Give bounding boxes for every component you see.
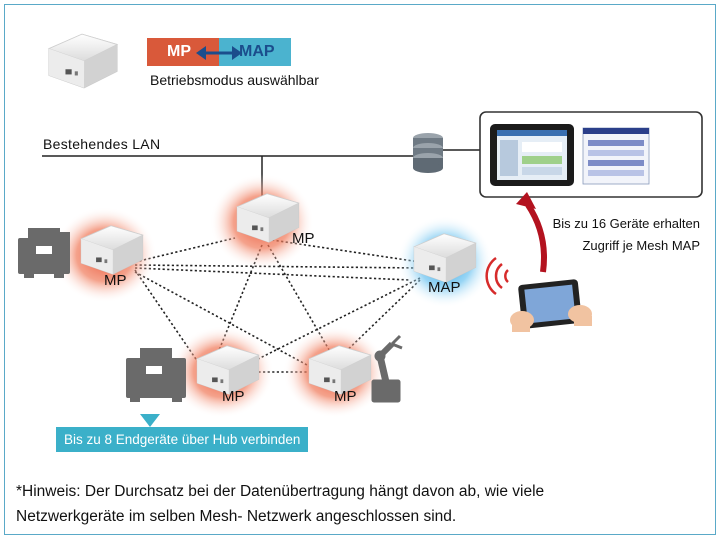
node-label: MP [334, 388, 357, 405]
node-label: MP [292, 230, 315, 247]
ap-device-hero-icon [48, 33, 118, 89]
tablet-caption: Bis zu 16 Geräte erhalten Zugriff je Mes… [540, 213, 700, 257]
database-server-icon [413, 133, 443, 173]
mode-caption: Betriebsmodus auswählbar [150, 72, 319, 88]
tablet-caption-line1: Bis zu 16 Geräte erhalten [552, 216, 700, 231]
machine-left-icon [18, 228, 70, 278]
machine-bottom-icon [126, 348, 186, 402]
banner-pointer [140, 414, 160, 427]
node-label: MP [104, 272, 127, 289]
monitor-panel [479, 111, 703, 198]
tablet-caption-line2: Zugriff je Mesh MAP [582, 238, 700, 253]
access-arrow-head [516, 192, 536, 209]
footnote: *Hinweis: Der Durchsatz bei der Datenübe… [16, 479, 706, 529]
tablet-hands-icon [510, 279, 592, 332]
mode-switch-arrow-overlay [196, 46, 242, 60]
lan-label: Bestehendes LAN [43, 136, 161, 152]
node-label: MP [222, 388, 245, 405]
wifi-signal-icon [485, 256, 509, 296]
robot-arm-icon [371, 334, 403, 403]
hub-banner: Bis zu 8 Endgeräte über Hub verbinden [56, 427, 309, 452]
access-arrow [525, 203, 547, 273]
node-label: MAP [428, 279, 461, 296]
footnote-line2: Netzwerkgeräte im selben Mesh- Netzwerk … [16, 508, 457, 525]
footnote-line1: *Hinweis: Der Durchsatz bei der Datenübe… [16, 483, 545, 500]
